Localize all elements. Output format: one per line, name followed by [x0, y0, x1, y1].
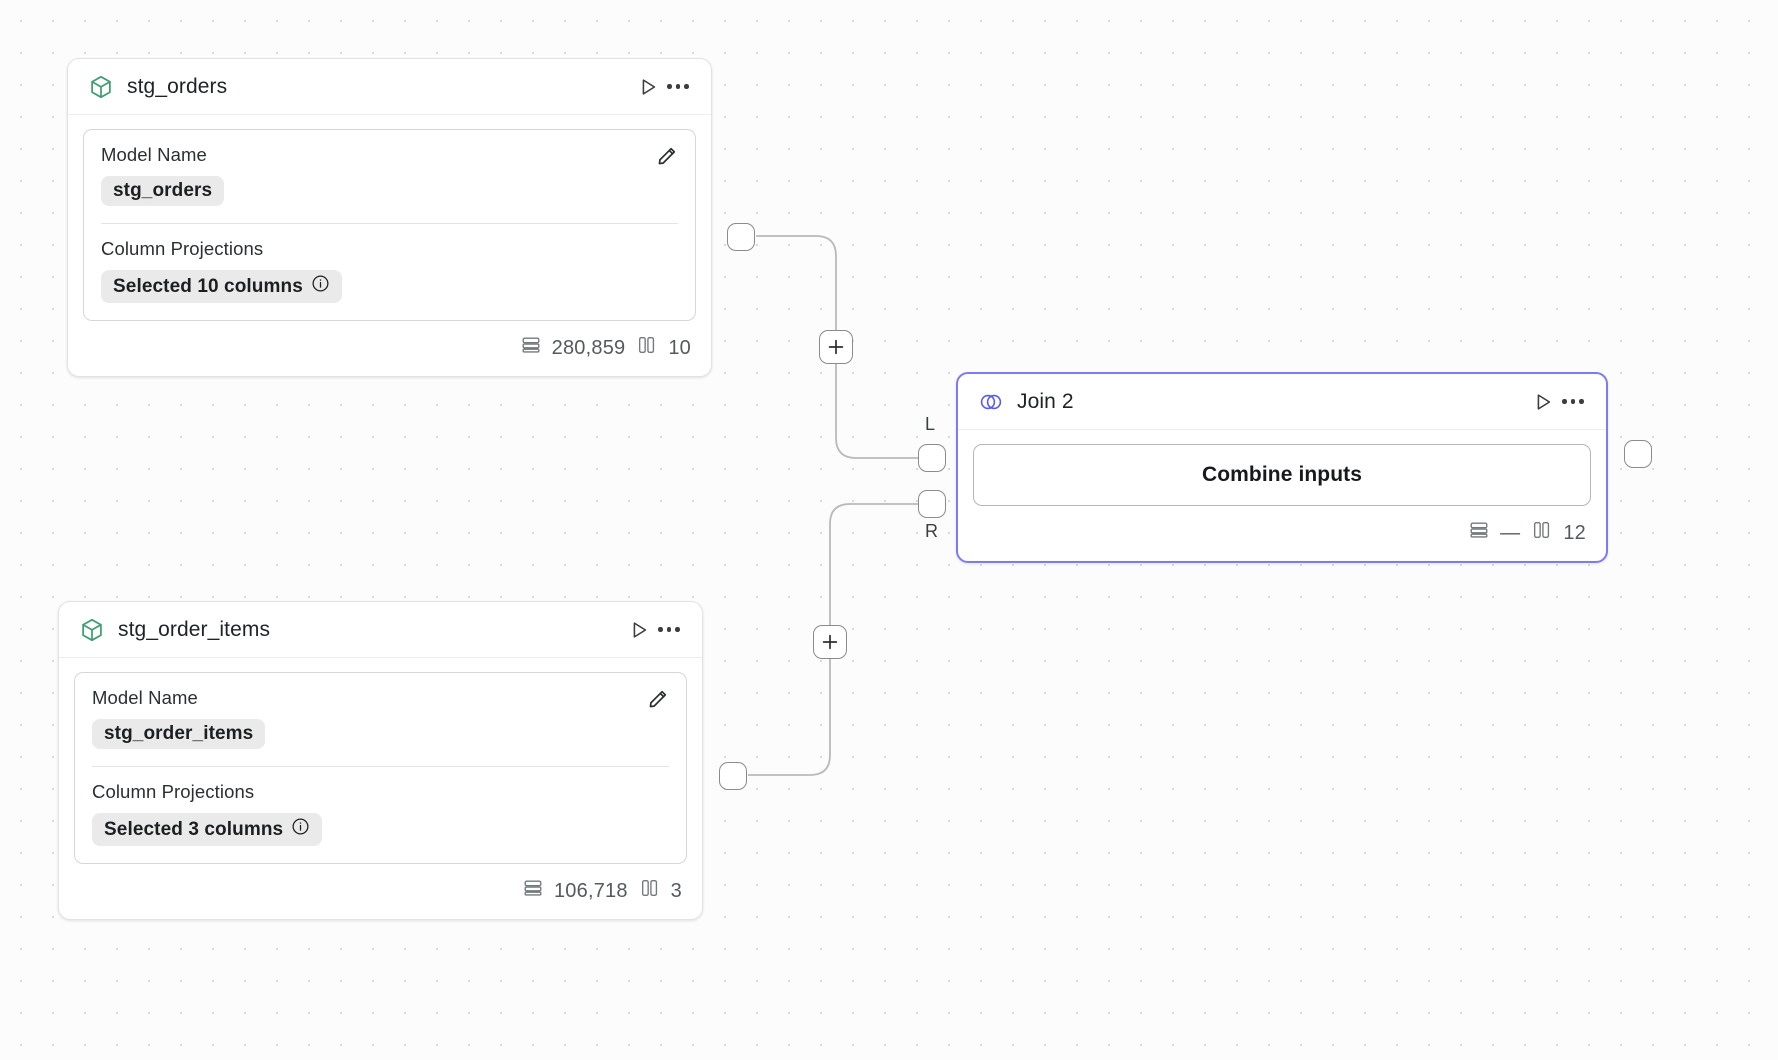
model-name-label: Model Name: [92, 687, 198, 708]
node-header: stg_orders: [68, 59, 711, 115]
output-port-join-2[interactable]: [1624, 440, 1652, 468]
columns-icon: [639, 877, 661, 905]
node-footer: 280,859 10: [68, 321, 711, 376]
model-name-text: stg_orders: [113, 180, 213, 201]
input-port-join-left[interactable]: [918, 444, 946, 472]
node-body: Model Name stg_order_items Column Projec…: [59, 658, 702, 864]
node-body: Model Name stg_orders Column Projections…: [68, 115, 711, 321]
node-footer: — 12: [958, 506, 1606, 561]
row-count-stat: —: [1468, 519, 1520, 547]
model-name-value[interactable]: stg_order_items: [92, 719, 266, 749]
node-join-2[interactable]: Join 2 Combine inputs: [956, 372, 1652, 563]
column-count-stat: 12: [1531, 519, 1586, 547]
add-node-on-edge-button-upper[interactable]: [819, 330, 853, 364]
model-name-value[interactable]: stg_orders: [101, 176, 225, 206]
info-icon[interactable]: [291, 817, 310, 842]
row-count-value: 106,718: [553, 879, 628, 902]
model-name-text: stg_order_items: [104, 723, 254, 744]
play-icon[interactable]: [633, 72, 663, 102]
combine-inputs-button[interactable]: Combine inputs: [973, 444, 1591, 506]
output-port-stg-orders[interactable]: [727, 223, 755, 251]
pencil-icon[interactable]: [644, 685, 672, 713]
input-port-label-right: R: [925, 521, 939, 541]
column-count-value: 3: [670, 879, 682, 902]
panel-divider: [101, 223, 678, 224]
rows-icon: [522, 877, 544, 905]
cube-icon: [88, 74, 114, 100]
output-port-stg-order-items[interactable]: [719, 762, 747, 790]
column-projections-value[interactable]: Selected 3 columns: [92, 813, 323, 846]
columns-icon: [636, 334, 658, 362]
row-count-value: —: [1500, 521, 1521, 544]
add-node-on-edge-button-lower[interactable]: [813, 625, 847, 659]
plus-icon: [828, 339, 844, 355]
rows-icon: [520, 334, 542, 362]
rows-icon: [1468, 519, 1490, 547]
column-projections-text: Selected 10 columns: [113, 275, 303, 297]
column-count-stat: 3: [639, 877, 682, 905]
node-title: stg_order_items: [118, 617, 271, 641]
node-title: Join 2: [1017, 389, 1074, 413]
node-header: Join 2: [958, 374, 1606, 430]
model-config-panel: Model Name stg_orders Column Projections…: [83, 129, 696, 321]
column-projections-label: Column Projections: [92, 781, 255, 802]
pencil-icon[interactable]: [653, 142, 681, 170]
model-name-label: Model Name: [101, 144, 207, 165]
column-count-value: 10: [668, 336, 691, 359]
column-projections-value[interactable]: Selected 10 columns: [101, 270, 342, 303]
node-title: stg_orders: [127, 74, 228, 98]
info-icon[interactable]: [311, 274, 330, 299]
panel-divider: [92, 766, 669, 767]
node-body: Combine inputs: [958, 430, 1606, 506]
plus-icon: [822, 634, 838, 650]
venn-join-icon: [978, 389, 1004, 415]
model-config-panel: Model Name stg_order_items Column Projec…: [74, 672, 687, 864]
node-stg-orders[interactable]: stg_orders Model Name s: [67, 58, 755, 377]
more-options-icon[interactable]: [663, 72, 693, 102]
node-footer: 106,718 3: [59, 864, 702, 919]
column-count-stat: 10: [636, 334, 691, 362]
column-projections-text: Selected 3 columns: [104, 818, 284, 840]
column-count-value: 12: [1563, 521, 1586, 544]
node-header: stg_order_items: [59, 602, 702, 658]
input-port-join-right[interactable]: [918, 490, 946, 518]
row-count-stat: 280,859: [520, 334, 626, 362]
play-icon[interactable]: [1528, 387, 1558, 417]
more-options-icon[interactable]: [654, 615, 684, 645]
column-projections-label: Column Projections: [101, 238, 264, 259]
more-options-icon[interactable]: [1558, 387, 1588, 417]
columns-icon: [1531, 519, 1553, 547]
row-count-value: 280,859: [551, 336, 626, 359]
row-count-stat: 106,718: [522, 877, 628, 905]
play-icon[interactable]: [624, 615, 654, 645]
node-stg-order-items[interactable]: stg_order_items Model Name: [58, 601, 747, 920]
cube-icon: [79, 617, 105, 643]
input-port-label-left: L: [925, 414, 936, 434]
